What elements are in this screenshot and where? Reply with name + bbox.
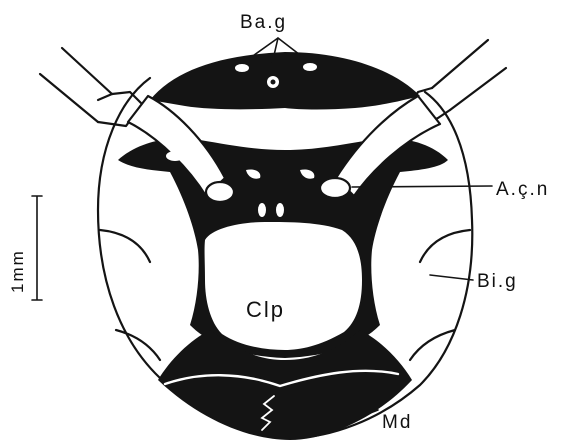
label-ba-g: Ba.g [240,12,287,33]
vertex-dark-region [150,52,420,110]
a-c-n-pointer [352,186,492,187]
label-clp: Clp [246,297,285,322]
basal-gland-spot-right [303,63,317,71]
label-a-c-n: A.ç.n [496,179,549,200]
left-antenna [40,48,142,126]
label-scale-1mm: 1mm [8,249,27,293]
label-md: Md [382,412,412,433]
label-bi-g: Bi.g [477,271,518,292]
clypeus-area [205,222,362,350]
bi-g-pointer [430,275,473,280]
basal-gland-spot-left [235,64,249,72]
scale-bar [32,196,42,300]
